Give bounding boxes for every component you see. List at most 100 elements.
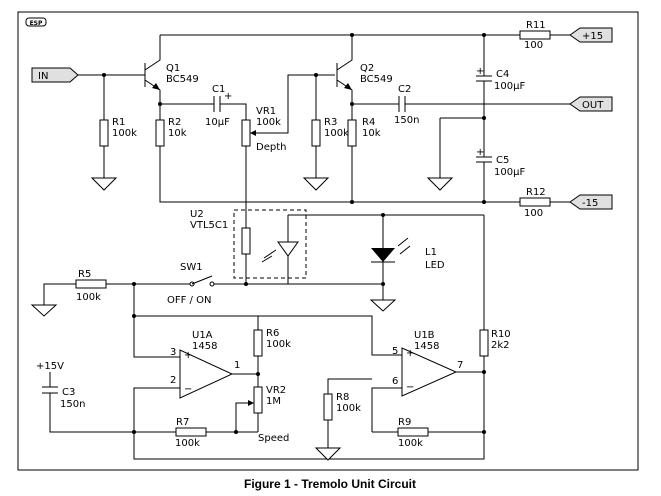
u1b-part: 1458 — [414, 341, 439, 352]
esp-logo: ESP — [25, 17, 47, 27]
u1a-ref: U1A — [192, 330, 213, 341]
r7-value: 100k — [175, 438, 200, 449]
svg-text:+: + — [476, 147, 484, 158]
c2-value: 150n — [394, 115, 419, 126]
svg-text:+: + — [406, 348, 414, 359]
r7-resistor — [134, 427, 258, 437]
r8-ref: R8 — [336, 392, 349, 403]
svg-text:ESP: ESP — [30, 20, 43, 27]
q2-transistor — [336, 35, 353, 104]
c3-ref: C3 — [62, 387, 75, 398]
svg-text:OUT: OUT — [582, 100, 604, 111]
r9-ref: R9 — [398, 417, 411, 428]
u1a-pin-out: 1 — [234, 360, 240, 371]
out-port: OUT — [569, 96, 613, 112]
r10-ref: R10 — [491, 329, 511, 340]
r1-resistor — [90, 75, 118, 191]
r9-value: 100k — [398, 438, 423, 449]
r4-value: 10k — [362, 128, 381, 139]
r3-resistor — [302, 75, 330, 191]
r11-value: 100 — [524, 40, 543, 51]
c2-ref: C2 — [398, 84, 411, 95]
vr1-label: Depth — [256, 142, 286, 153]
q2-part: BC549 — [360, 74, 393, 85]
c5-ref: C5 — [496, 155, 509, 166]
r12-value: 100 — [524, 208, 543, 219]
r11-ref: R11 — [526, 20, 546, 31]
u2-outline — [233, 209, 307, 279]
u2-ref: U2 — [190, 209, 204, 220]
sw1-switch — [134, 275, 383, 287]
vr1-ref: VR1 — [256, 106, 276, 117]
r2-ref: R2 — [168, 117, 181, 128]
svg-text:−: − — [406, 382, 414, 393]
u2-led — [261, 214, 484, 284]
vr2-potentiometer — [235, 374, 263, 432]
svg-text:IN: IN — [38, 71, 48, 82]
r4-ref: R4 — [362, 117, 375, 128]
q1-transistor — [144, 35, 161, 104]
r2-value: 10k — [168, 128, 187, 139]
vr1-potentiometer — [241, 74, 335, 228]
c2-capacitor — [352, 96, 570, 112]
c1-capacitor: + — [160, 91, 247, 120]
r5-value: 100k — [76, 292, 101, 303]
u1a-part: 1458 — [192, 341, 217, 352]
r6-ref: R6 — [266, 328, 279, 339]
r9-resistor — [372, 427, 486, 437]
c1-ref: C1 — [212, 84, 225, 95]
svg-text:−: − — [184, 384, 192, 395]
u1b-pin-inv: 6 — [392, 376, 398, 387]
r10-resistor — [456, 215, 489, 374]
schematic-frame — [17, 11, 639, 471]
u1b-opamp: + − — [401, 347, 458, 397]
u1a-pin-inv: 2 — [170, 375, 176, 386]
c4-ref: C4 — [496, 69, 509, 80]
svg-text:-15: -15 — [582, 198, 598, 209]
vr2-ref: VR2 — [266, 385, 286, 396]
u1a-opamp: + − — [179, 349, 234, 399]
r5-resistor — [30, 279, 136, 317]
q1-ref: Q1 — [166, 63, 180, 74]
r3-value: 100k — [324, 128, 349, 139]
vr2-label: Speed — [258, 433, 289, 444]
r5-ref: R5 — [78, 269, 91, 280]
r1-value: 100k — [112, 128, 137, 139]
q1-part: BC549 — [166, 74, 199, 85]
u1a-pin-noninv: 3 — [170, 347, 176, 358]
in-port: IN — [31, 67, 79, 83]
r8-value: 100k — [336, 403, 361, 414]
r2-resistor — [155, 102, 165, 178]
decoupling-ground — [426, 116, 486, 191]
u2-ldr — [241, 227, 251, 286]
sw1-label: OFF / ON — [167, 295, 211, 306]
c4-value: 100µF — [494, 81, 525, 92]
svg-text:+: + — [476, 66, 484, 77]
r4-resistor — [347, 102, 357, 202]
vpos-port: +15 — [569, 27, 613, 43]
r8-resistor — [314, 378, 372, 461]
u1b-pin-out: 7 — [457, 360, 463, 371]
r11-resistor — [519, 30, 551, 40]
svg-text:+: + — [224, 91, 232, 102]
svg-text:+: + — [184, 350, 192, 361]
c5-value: 100µF — [494, 167, 525, 178]
r1-ref: R1 — [112, 117, 125, 128]
negative-rail — [159, 178, 570, 207]
c5-capacitor: + — [476, 104, 492, 202]
q2-ref: Q2 — [360, 63, 374, 74]
r7-ref: R7 — [176, 417, 189, 428]
supply-label: +15V — [36, 361, 64, 372]
sw1-ref: SW1 — [180, 262, 203, 273]
l1-ref: L1 — [425, 247, 437, 258]
r12-ref: R12 — [526, 187, 546, 198]
vr1-value: 100k — [256, 117, 281, 128]
u1b-ref: U1B — [414, 330, 435, 341]
r6-value: 100k — [266, 339, 291, 350]
u2-part: VTL5C1 — [190, 220, 228, 231]
u1b-inv-wire — [371, 387, 402, 432]
c3-capacitor — [42, 372, 134, 433]
l1-part: LED — [425, 260, 445, 271]
c4-capacitor: + — [476, 35, 492, 104]
